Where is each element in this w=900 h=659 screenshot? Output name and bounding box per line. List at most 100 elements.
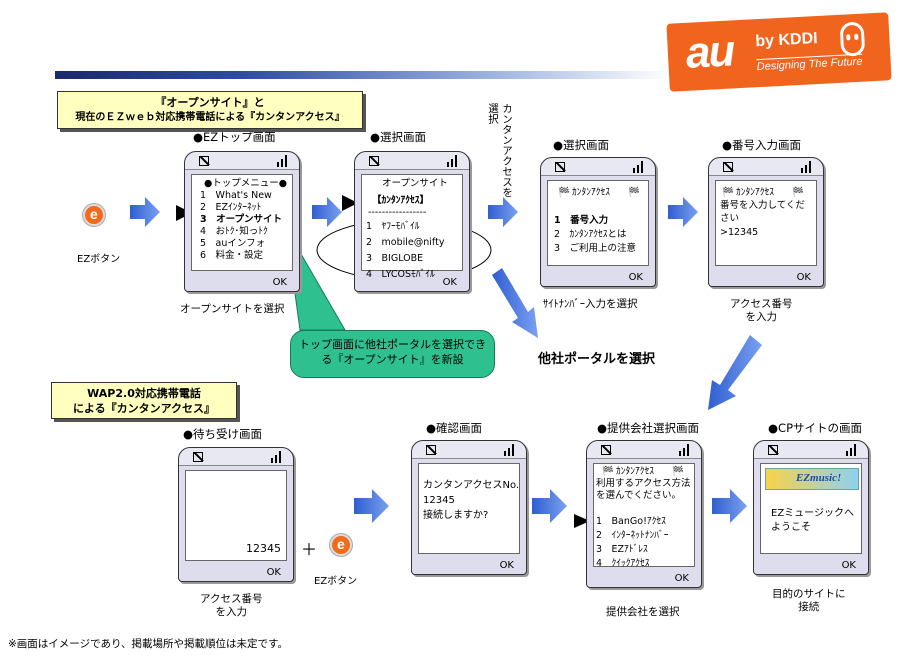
header-bar — [55, 71, 670, 79]
provider-item[interactable]: 1 BanGo!ｱｸｾｽ — [596, 516, 666, 527]
provider-item[interactable]: 2 ｲﾝﾀｰﾈｯﾄﾅﾝﾊﾞｰ — [596, 530, 669, 541]
menu-item[interactable]: 6 料金・設定 — [200, 250, 264, 261]
welcome-line1: EZミュージックへ — [771, 508, 854, 519]
title-box-2-line1: WAP2.0対応携帯電話 — [87, 387, 201, 400]
signal-icon — [447, 155, 457, 167]
phone7-title: ●提供会社選択画面 — [597, 421, 700, 435]
provider-item[interactable]: 3 EZｱﾄﾞﾚｽ — [596, 544, 648, 555]
title-box-1-line2: 現在のＥＺｗｅｂ対応携帯電話による『カンタンアクセス』 — [75, 112, 345, 123]
phone3-title: ●選択画面 — [553, 138, 610, 152]
portal-item[interactable]: 3 BIGLOBE — [366, 253, 424, 264]
phone7-caption: 提供会社を選択 — [606, 606, 680, 618]
menu-item-open-site[interactable]: 3 オープンサイト — [200, 214, 283, 225]
menu-item[interactable]: 5 auインフォ — [200, 238, 266, 249]
cross-icon — [369, 156, 379, 166]
phone6-title: ●確認画面 — [426, 421, 483, 435]
phone3-caption: ｻｲﾄﾅﾝﾊﾞｰ入力を選択 — [543, 298, 638, 310]
arrow-5 — [354, 489, 389, 523]
cross-icon — [555, 162, 565, 172]
entered-number: 12345 — [246, 542, 281, 555]
menu-item[interactable]: 4 おﾄｸ･知っﾄｸ — [200, 226, 268, 237]
ok-softkey[interactable]: OK — [841, 560, 856, 571]
ez-button-icon[interactable] — [330, 534, 352, 556]
ez-button-label: EZボタン — [77, 254, 121, 265]
ok-softkey[interactable]: OK — [442, 277, 457, 288]
ezmusic-logo-text: EZmusic! — [796, 472, 842, 484]
ok-softkey[interactable]: OK — [499, 560, 514, 571]
ok-softkey[interactable]: OK — [628, 272, 643, 283]
provider-prompt-1: 利用するアクセス方法 — [596, 478, 691, 489]
option-item[interactable]: 1 番号入力 — [554, 215, 609, 226]
cursor-arrow-2 — [342, 195, 358, 211]
phone-standby: 12345 OK — [178, 447, 294, 582]
cross-icon — [426, 445, 436, 455]
cross-icon — [193, 452, 203, 462]
checkered-flag-icon: 🏁 — [628, 187, 640, 198]
welcome-line2: ようこそ — [771, 522, 811, 533]
phone4-caption-line1: アクセス番号 — [730, 298, 793, 310]
phone-confirm: カンタンアクセスNo. 12345 接続しますか? OK — [411, 440, 527, 575]
signal-icon — [801, 161, 811, 173]
ok-softkey[interactable]: OK — [674, 573, 689, 584]
signal-icon — [277, 155, 287, 167]
brand-text: au — [684, 26, 735, 78]
phone-select: オープンサイト 【ｶﾝﾀﾝｱｸｾｽ】 ----------------- 1 ﾔ… — [354, 151, 470, 292]
vertical-caption: カンタンアクセスを選択 — [487, 103, 513, 198]
cross-icon — [768, 445, 778, 455]
phone5-caption: アクセス番号 を入力 — [200, 593, 262, 619]
portal-select-label: 他社ポータルを選択 — [538, 352, 656, 367]
phone-cp-site: EZmusic! EZミュージックへ ようこそ OK — [753, 440, 869, 575]
ok-softkey[interactable]: OK — [796, 272, 811, 283]
menu-item[interactable]: 1 What's New — [200, 190, 272, 201]
phone8-title: ●CPサイトの画面 — [768, 421, 862, 435]
phone-ez-top: ●トップメニュー● 1 What's New 2 EZｲﾝﾀｰﾈｯﾄ 3 オープ… — [184, 151, 300, 292]
confirm-number: 12345 — [423, 495, 455, 506]
option-item[interactable]: 3 ご利用上の注意 — [554, 243, 637, 254]
confirm-question: 接続しますか? — [423, 510, 489, 521]
cross-icon — [199, 156, 209, 166]
checkered-flag-icon: 🏁 — [792, 187, 804, 198]
number-input[interactable]: >12345 — [720, 227, 759, 238]
ok-softkey[interactable]: OK — [266, 567, 281, 578]
title-box-2: WAP2.0対応携帯電話 による『カンタンアクセス』 — [51, 382, 237, 419]
prompt-line2: さい — [720, 213, 740, 224]
phone4-caption-line2: を入力 — [745, 311, 777, 323]
phone1-caption: オープンサイトを選択 — [180, 303, 285, 315]
separator: ----------------- — [368, 207, 427, 218]
prompt-line1: 番号を入力してくだ — [720, 200, 805, 211]
open-site-heading: オープンサイト — [382, 178, 448, 189]
menu-item[interactable]: 2 EZｲﾝﾀｰﾈｯﾄ — [200, 202, 262, 213]
confirm-line1: カンタンアクセスNo. — [423, 480, 520, 491]
phone4-caption: アクセス番号 を入力 — [730, 298, 792, 324]
phone1-title: ●EZトップ画面 — [193, 130, 276, 144]
kantan-head: ｶﾝﾀﾝｱｸｾｽ — [616, 466, 655, 477]
kantan-access-heading: 【ｶﾝﾀﾝｱｸｾｽ】 — [372, 195, 430, 206]
checkered-flag-icon: 🏁 — [558, 187, 570, 198]
provider-item[interactable]: 4 ｸｲｯｸｱｸｾｽ — [596, 558, 650, 569]
brand-tagline: Designing The Future — [756, 53, 863, 74]
kantan-head: ｶﾝﾀﾝｱｸｾｽ — [572, 187, 611, 198]
portal-item[interactable]: 4 LYCOSﾓﾊﾞｲﾙ — [366, 269, 435, 280]
arrow-7 — [712, 489, 747, 523]
checkered-flag-icon: 🏁 — [602, 466, 614, 477]
phone8-caption-line1: 目的のサイトに — [772, 588, 846, 600]
footnote: ※画面はイメージであり、掲載場所や掲載順位は未定です。 — [8, 638, 289, 650]
cursor-arrow-3 — [574, 514, 590, 528]
cross-icon — [723, 162, 733, 172]
au-face-icon — [839, 21, 866, 57]
portal-item[interactable]: 1 ﾔﾌｰﾓﾊﾞｲﾙ — [366, 221, 420, 232]
checkered-flag-icon: 🏁 — [722, 187, 734, 198]
phone5-title: ●待ち受け画面 — [183, 427, 263, 441]
arrow-1 — [130, 197, 160, 227]
signal-icon — [846, 444, 856, 456]
arrow-2 — [312, 197, 342, 227]
arrow-6 — [532, 489, 567, 523]
ez-button-icon[interactable] — [83, 204, 105, 226]
portal-item[interactable]: 2 mobile@nifty — [366, 237, 445, 248]
signal-icon — [271, 451, 281, 463]
phone-provider-select: 🏁 ｶﾝﾀﾝｱｸｾｽ 🏁 利用するアクセス方法 を選んでください。 1 BanG… — [586, 440, 702, 588]
phone2-title: ●選択画面 — [370, 130, 427, 144]
ok-softkey[interactable]: OK — [272, 277, 287, 288]
option-item[interactable]: 2 ｶﾝﾀﾝｱｸｾｽとは — [554, 229, 627, 240]
